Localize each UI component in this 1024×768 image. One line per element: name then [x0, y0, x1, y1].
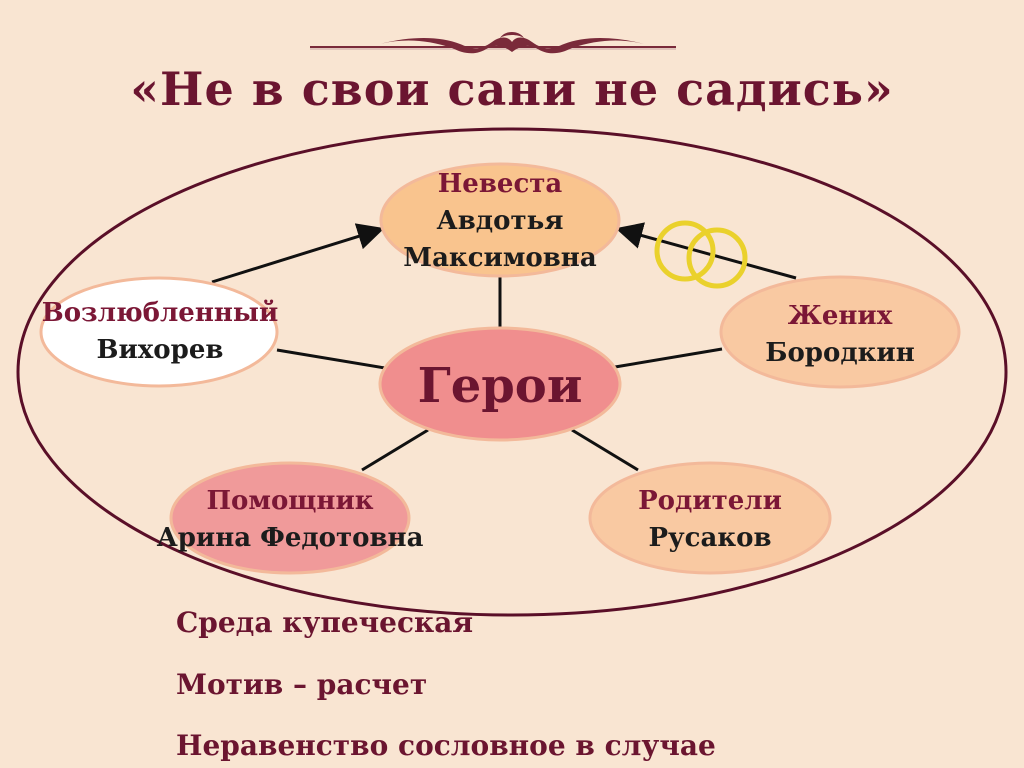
lover-ellipse — [39, 276, 279, 388]
helper-ellipse — [169, 461, 411, 575]
bride-ellipse — [379, 162, 621, 278]
ornament-divider-icon — [310, 32, 676, 54]
parents-ellipse — [588, 461, 832, 575]
outer-ring — [16, 127, 1008, 617]
connector-helper — [361, 428, 429, 472]
connector-parents — [571, 428, 639, 472]
connector-lines — [276, 277, 723, 472]
arrow-lover-to-bride — [211, 223, 385, 284]
bullet-environment: Среда купеческая — [176, 606, 474, 639]
connector-lover — [276, 348, 386, 370]
arrows — [211, 222, 797, 284]
arrow-groom-to-bride — [615, 222, 797, 280]
slide-title: «Не в свои сани не садись» — [130, 62, 894, 116]
bullet-inequality: Неравенство сословное в случае — [176, 729, 716, 762]
groom-ellipse — [719, 275, 961, 389]
center-ellipse — [378, 326, 622, 442]
wedding-rings-icon — [654, 220, 748, 289]
bullet-motive: Мотив – расчет — [176, 668, 428, 701]
connector-groom — [614, 347, 723, 369]
